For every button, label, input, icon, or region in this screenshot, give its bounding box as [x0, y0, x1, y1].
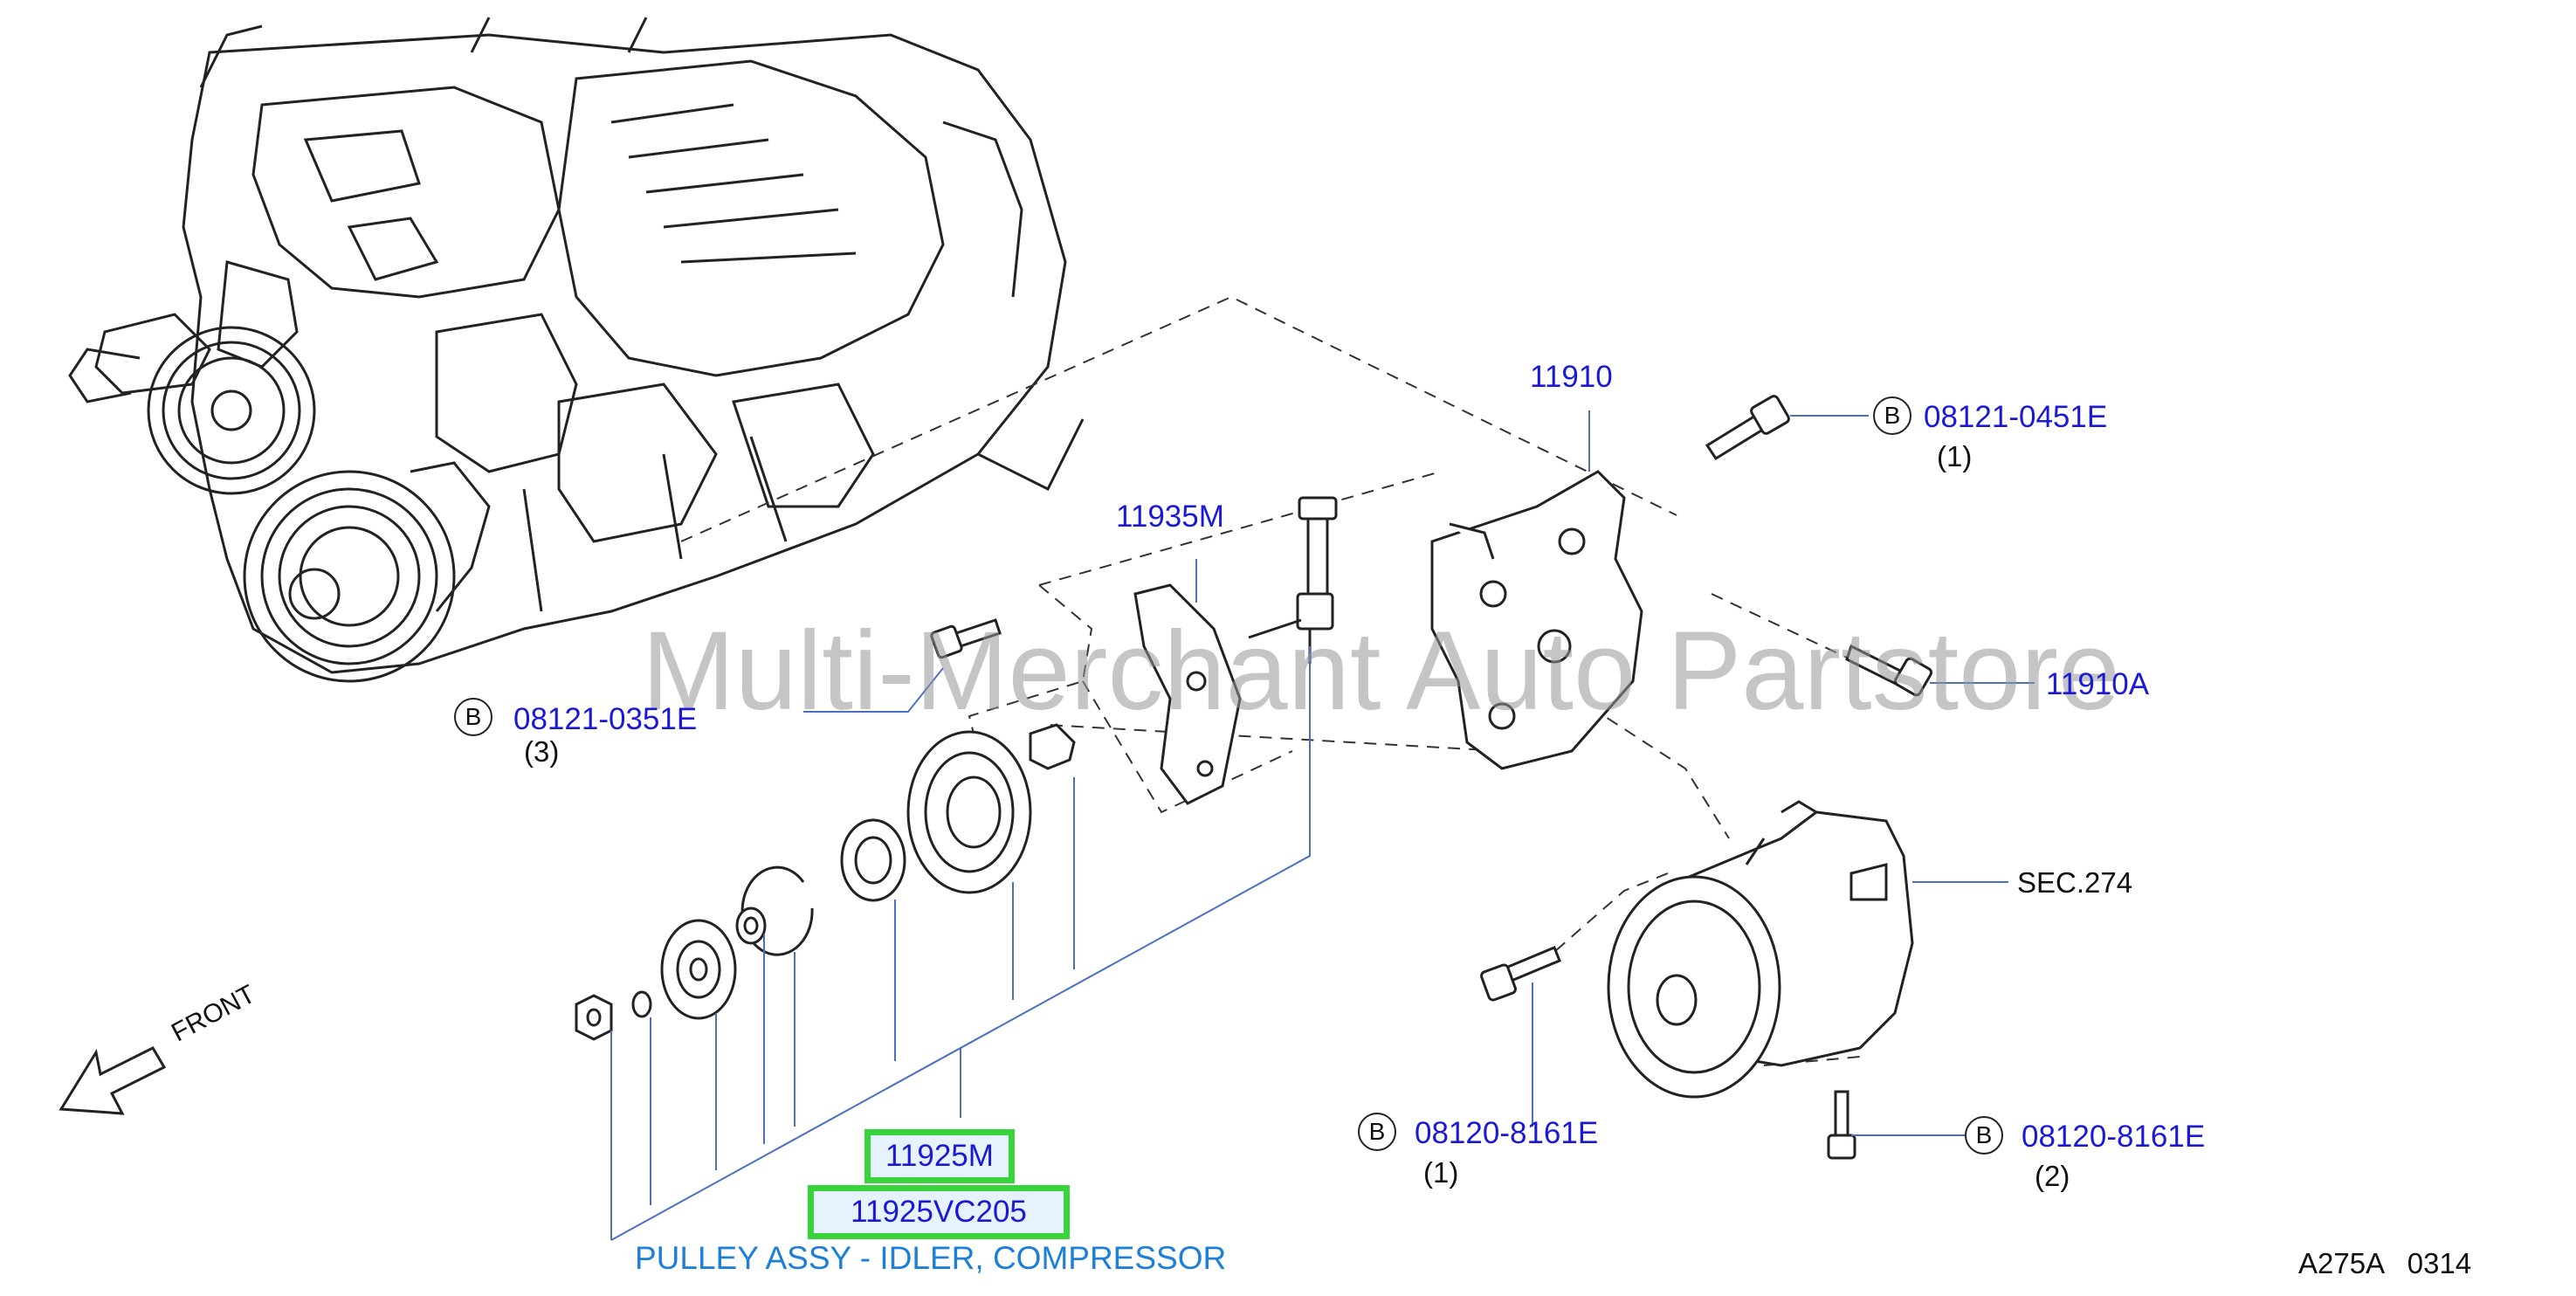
watermark: Multi-Merchant Auto Partstore [642, 609, 2121, 734]
front-arrow-icon [59, 1046, 167, 1115]
part-label-11925m-highlighted[interactable]: 11925M [864, 1129, 1015, 1183]
part-label-11910[interactable]: 11910 [1530, 360, 1613, 394]
part-description: PULLEY ASSY - IDLER, COMPRESSOR [635, 1240, 1227, 1276]
qty-08121-0351e: (3) [524, 735, 560, 768]
idler-bracket-icon [1133, 583, 1242, 805]
bolt-marker-8161-right: B [1965, 1116, 2003, 1155]
section-ref-274[interactable]: SEC.274 [2017, 866, 2133, 899]
bracket-icon [1430, 470, 1643, 770]
qty-08120-8161e-right: (2) [2035, 1160, 2070, 1192]
engine-icon [68, 17, 1085, 683]
pulley-icon [575, 723, 1076, 1041]
part-label-11910a[interactable]: 11910A [2046, 667, 2150, 701]
leader-lines [610, 410, 2035, 1241]
qty-08120-8161e-left: (1) [1423, 1156, 1459, 1189]
part-label-08121-0451e[interactable]: 08121-0451E [1924, 400, 2108, 434]
part-label-08120-8161e-left[interactable]: 08120-8161E [1415, 1116, 1599, 1150]
part-label-11925vc205-highlighted[interactable]: 11925VC205 [808, 1185, 1070, 1239]
compressor-icon [1607, 800, 1914, 1099]
bolt-marker-8161-left: B [1358, 1113, 1396, 1151]
part-label-08120-8161e-right[interactable]: 08120-8161E [2022, 1120, 2206, 1154]
part-label-08121-0351e[interactable]: 08121-0351E [513, 702, 698, 736]
bolt-marker-0351: B [454, 698, 492, 736]
diagram-code: A275A 0314 [2298, 1247, 2472, 1279]
part-label-11935m[interactable]: 11935M [1116, 500, 1224, 534]
bolt-marker-0451: B [1873, 396, 1911, 435]
qty-08121-0451e: (1) [1937, 440, 1973, 472]
bolt-icon [930, 395, 1933, 1160]
